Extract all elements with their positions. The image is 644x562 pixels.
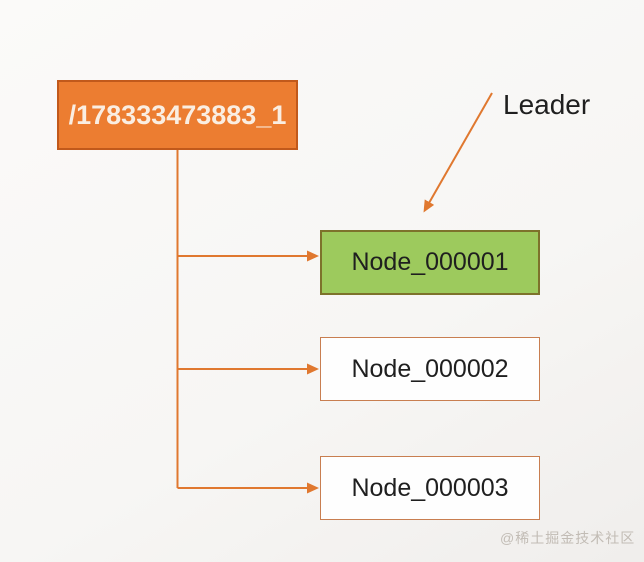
node-box-follower-2: Node_000002 [320, 337, 540, 401]
leader-pointer-arrow [423, 92, 493, 213]
root-node-label: /178333473883_1 [68, 99, 287, 130]
node-box-leader: Node_000001 [320, 230, 540, 295]
node-box-follower-3: Node_000003 [320, 456, 540, 520]
leader-annotation-label: Leader [503, 89, 591, 120]
node-label: Node_000002 [351, 354, 509, 383]
node-label: Node_000003 [351, 473, 509, 502]
root-node-box: /178333473883_1 [57, 80, 298, 150]
watermark-text: @稀土掘金技术社区 [500, 530, 636, 546]
node-label: Node_000001 [351, 248, 509, 276]
